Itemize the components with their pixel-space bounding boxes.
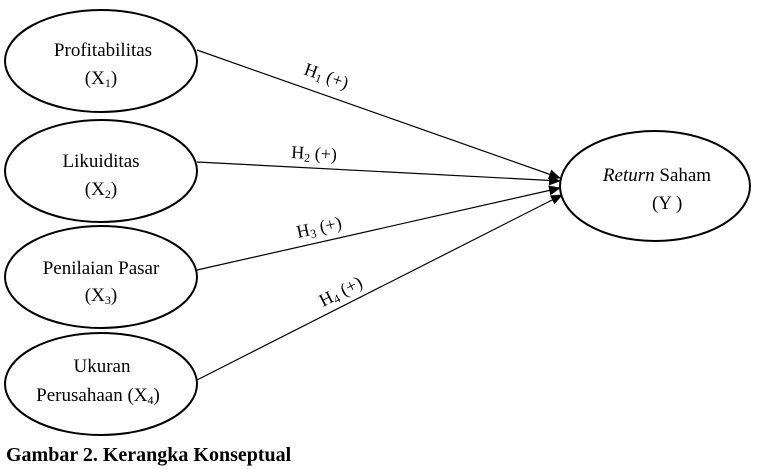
node-penilaian-pasar — [4, 225, 198, 329]
arrow-x1-to-y — [196, 49, 561, 180]
node-profitabilitas — [4, 9, 198, 113]
node-y-variable-close: ) — [676, 193, 682, 214]
hypothesis-2-label: H2 (+) — [291, 142, 338, 166]
node-x4-label-line1: Ukuran — [74, 356, 131, 377]
node-likuiditas — [4, 119, 198, 223]
node-x3-label: Penilaian Pasar — [43, 258, 160, 279]
node-x3-variable: (X3) — [85, 285, 117, 307]
arrow-x3-to-y — [196, 185, 561, 271]
node-return-saham — [559, 130, 751, 242]
hypothesis-4-label: H4 (+) — [316, 272, 367, 312]
node-y-label: Return Saham — [602, 165, 711, 186]
node-x2-label: Likuiditas — [62, 151, 139, 172]
node-ukuran-perusahaan — [4, 332, 198, 436]
arrow-x4-to-y — [196, 194, 563, 381]
node-y-variable: (Y — [652, 193, 672, 214]
node-x2-variable: (X2) — [85, 179, 117, 201]
node-x1-variable: (X1) — [85, 68, 117, 90]
arrow-x2-to-y — [196, 161, 561, 186]
figure-caption: Gambar 2. Kerangka Konseptual — [6, 444, 292, 466]
hypothesis-3-label: H3 (+) — [295, 212, 344, 243]
conceptual-framework-diagram: Profitabilitas (X1) Likuiditas (X2) Peni… — [4, 9, 751, 436]
node-x1-label: Profitabilitas — [54, 40, 152, 61]
node-x4-label-line2: Perusahaan (X4) — [36, 385, 160, 407]
